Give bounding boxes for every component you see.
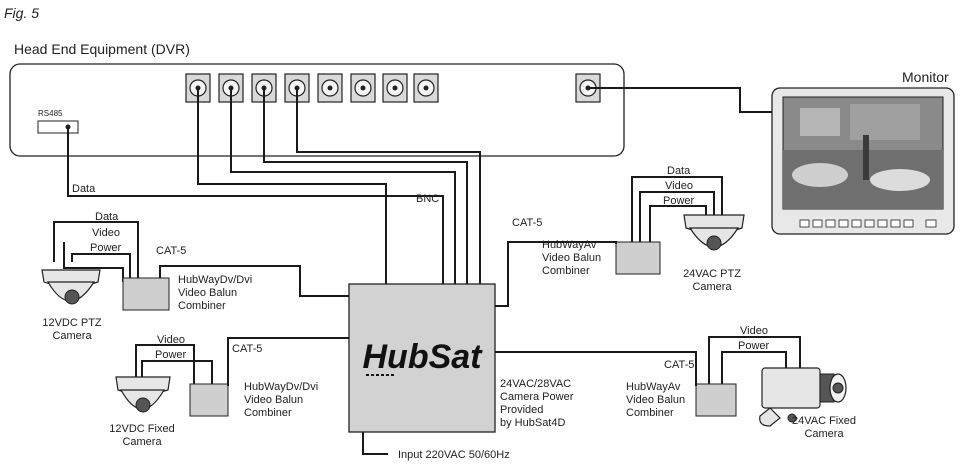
ptz24-name-2: Camera — [692, 281, 732, 293]
balun1-line3: Combiner — [178, 300, 226, 312]
ptz24-wire-data: Data — [667, 165, 691, 177]
camera-24vac-fixed-group: Video Power 24VAC Fixed Camera CAT-5 Hub… — [495, 325, 856, 440]
monitor-buttons — [799, 219, 937, 228]
bnc-port — [317, 73, 343, 103]
camera-12vdc-fixed — [115, 376, 171, 413]
balun3-line2: Video Balun — [542, 252, 601, 264]
rs485-data-wire — [67, 127, 444, 284]
balun-hubwaydv-2 — [189, 383, 229, 417]
ptz24-name-1: 24VAC PTZ — [683, 268, 741, 280]
svg-text:24VAC/28VAC: 24VAC/28VAC — [500, 378, 571, 390]
balun3-line3: Combiner — [542, 265, 590, 277]
balun4-line1: HubWayAv — [626, 381, 681, 393]
ptz12-link-label: CAT-5 — [156, 245, 186, 257]
balun2-line1: HubWayDv/Dvi — [244, 381, 318, 393]
dvr-chassis — [9, 63, 625, 157]
hubsat-logo: HubSat — [363, 338, 484, 376]
balun1-line1: HubWayDv/Dvi — [178, 274, 252, 286]
ptz12-wire-video: Video — [92, 227, 120, 239]
svg-text:Camera Power: Camera Power — [500, 391, 574, 403]
ptz24-link-label: CAT-5 — [512, 217, 542, 229]
camera-24vac-ptz — [683, 214, 745, 251]
ptz24-wire-power: Power — [663, 195, 695, 207]
hubsat-unit: HubSat — [348, 283, 496, 433]
camera-24vac-ptz-group: Data Video Power 24VAC PTZ Camera CAT-5 … — [495, 165, 745, 307]
svg-text:Provided: Provided — [500, 404, 543, 416]
fixed24-name-1: 24VAC Fixed — [792, 415, 856, 427]
fixed12-link-label: CAT-5 — [232, 343, 262, 355]
balun2-line3: Combiner — [244, 407, 292, 419]
balun4-line2: Video Balun — [626, 394, 685, 406]
balun2-line2: Video Balun — [244, 394, 303, 406]
balun-hubwaydv-1 — [122, 277, 170, 311]
fixed12-wire-video: Video — [157, 334, 185, 346]
ptz12-wire-data: Data — [95, 211, 119, 223]
balun3-line1: HubWayAv — [542, 239, 597, 251]
rs485-port — [37, 120, 79, 134]
fixed24-link-label: CAT-5 — [664, 359, 694, 371]
fixed12-name-2: Camera — [122, 436, 162, 448]
input-power-label: Input 220VAC 50/60Hz — [398, 449, 510, 461]
monitor-wire — [588, 87, 772, 113]
dvr-title: Head End Equipment (DVR) — [14, 41, 190, 57]
balun4-line3: Combiner — [626, 407, 674, 419]
fixed24-wire-video: Video — [740, 325, 768, 337]
bnc-wire-label: BNC — [416, 193, 439, 205]
ptz24-wire-video: Video — [665, 180, 693, 192]
bnc-port — [251, 73, 277, 103]
figure-label: Fig. 5 — [4, 5, 39, 21]
bnc-port — [350, 73, 376, 103]
camera-12vdc-ptz — [41, 269, 101, 305]
svg-text:by HubSat4D: by HubSat4D — [500, 417, 565, 429]
fixed24-wire-power: Power — [738, 340, 770, 352]
balun-hubwayav-2 — [695, 383, 737, 417]
ptz12-name-2: Camera — [52, 330, 92, 342]
fixed12-wire-power: Power — [155, 349, 187, 361]
data-wire-label: Data — [72, 183, 96, 195]
bnc-port — [382, 73, 408, 103]
fixed24-name-2: Camera — [804, 428, 844, 440]
monitor — [771, 87, 955, 235]
input-power-wire — [362, 432, 388, 455]
power-note: 24VAC/28VAC Camera Power Provided by Hub… — [500, 378, 574, 429]
camera-12vdc-fixed-group: Video Power 12VDC Fixed Camera CAT-5 Hub… — [109, 334, 349, 448]
ptz12-wire-power: Power — [90, 242, 122, 254]
camera-24vac-fixed — [759, 367, 847, 427]
bnc-port — [413, 73, 439, 103]
camera-12vdc-ptz-group: Data Video Power 12VDC PTZ Camera CAT-5 … — [41, 211, 349, 342]
rs485-label: RS485 — [38, 109, 63, 118]
bnc-wires — [197, 88, 481, 284]
balun1-line2: Video Balun — [178, 287, 237, 299]
monitor-label: Monitor — [902, 69, 949, 85]
balun-hubwayav-1 — [615, 241, 661, 275]
ptz12-name-1: 12VDC PTZ — [42, 317, 102, 329]
fixed12-name-1: 12VDC Fixed — [109, 423, 174, 435]
